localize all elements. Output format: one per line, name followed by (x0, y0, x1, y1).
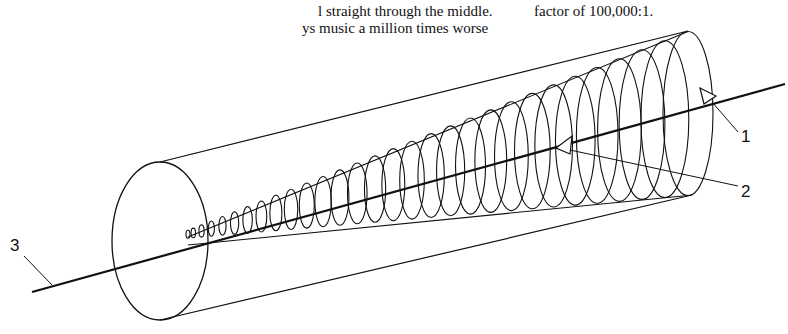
coil-ring (619, 50, 665, 200)
coil-ring (475, 110, 507, 212)
coil-ring (515, 93, 551, 208)
cylinder-end (112, 162, 208, 320)
leader-line (712, 102, 738, 132)
text-fragment: ys music a million times worse (302, 20, 488, 37)
coil-ring (243, 207, 252, 234)
coil-ring (535, 85, 573, 207)
coil-ring (400, 141, 425, 219)
text-fragment: factor of 100,000:1. (534, 3, 653, 20)
coil-ring (230, 212, 238, 235)
coil-ring (284, 189, 297, 229)
coil-ring (331, 170, 349, 225)
text-fragment: l straight through the middle. (318, 3, 493, 20)
coil-ring (418, 134, 444, 218)
coil-ring (663, 31, 713, 195)
arrow-marker (556, 136, 572, 154)
leader-line (24, 256, 52, 285)
arrow-marker (700, 88, 716, 104)
callout-number: 3 (10, 237, 19, 256)
axis-wire (32, 84, 785, 292)
coil-ring (219, 217, 226, 236)
cone-edge (188, 31, 688, 237)
callout-number: 2 (741, 183, 750, 202)
cylinder-edge (160, 31, 688, 162)
leader-line (570, 150, 738, 186)
cone-edge (188, 195, 688, 245)
coil-ring (456, 118, 486, 214)
coil-ring (555, 76, 595, 205)
coil-ring (495, 102, 529, 211)
coil-ring (191, 228, 195, 238)
cone-rings (186, 31, 713, 245)
coil-ring (186, 230, 190, 238)
callout-number: 1 (741, 128, 750, 147)
cylinder-edge (160, 195, 692, 320)
